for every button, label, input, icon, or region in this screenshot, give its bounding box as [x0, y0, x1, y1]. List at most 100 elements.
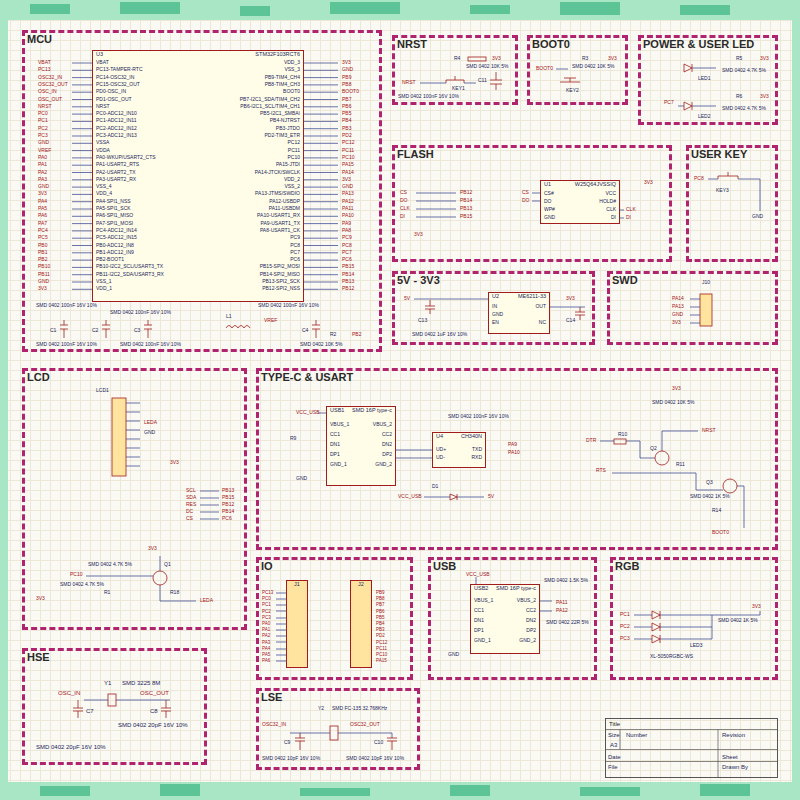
node-heading: USER KEY	[686, 145, 778, 161]
net-label: PC0	[262, 596, 271, 601]
net-label: PB6	[376, 609, 385, 614]
net-label: PB5	[376, 615, 385, 620]
net-label: PA9	[342, 221, 351, 227]
net-label: 5V	[488, 494, 494, 500]
component-label: PB7-I2C1_SDA/TIM4_CH2	[240, 97, 300, 103]
component-label: Revision	[722, 732, 745, 739]
net-label: 3V3	[760, 56, 769, 62]
net-label: 3V3	[38, 286, 47, 292]
net-label: PC6	[342, 257, 352, 263]
component-label: DN2	[526, 618, 536, 624]
component-label: PB0-ADC12_IN8	[96, 243, 134, 249]
section-panel: LCD	[22, 368, 247, 630]
net-label: PA6	[38, 213, 47, 219]
part-designator: J2	[358, 581, 364, 587]
section-title: LSE	[261, 691, 282, 703]
node-heading: 5V - 3V3	[392, 271, 595, 287]
connector-symbol	[112, 398, 126, 476]
net-label: 3V3	[492, 56, 501, 62]
section-panel: USER KEY	[686, 145, 778, 262]
net-label: PB10	[38, 264, 50, 270]
component-label: SMD 0402 1uF 16V 10%	[412, 332, 467, 338]
section-title: FLASH	[397, 148, 434, 160]
part-designator: STM32F103RCT6	[255, 51, 300, 58]
component-label: Y2	[318, 706, 324, 712]
connector-symbol	[700, 294, 712, 326]
capacitor-symbol	[73, 700, 171, 718]
component-label: PA4-SPI1_NSS	[96, 199, 131, 205]
net-label: GND	[38, 140, 49, 146]
component-label: SMD FC-135 32.768KHz	[332, 706, 387, 712]
component-label: PA1-USART2_RTS	[96, 162, 139, 168]
component-label: PA12-USBDP	[269, 199, 300, 205]
component-label: R4	[454, 56, 460, 62]
table-rule	[605, 730, 778, 779]
net-label: 3V3	[148, 546, 157, 552]
part-designator: USB2	[474, 585, 488, 592]
node-heading: USB2SMD 16P type-c	[471, 585, 539, 592]
component-label: PC2-ADC12_IN12	[96, 126, 137, 132]
net-label: 3V3	[752, 604, 761, 610]
inductor-symbol	[226, 326, 250, 329]
part-designator: J1	[294, 581, 300, 587]
net-label: PB2	[352, 332, 361, 338]
component-label: PB12-SPI2_NSS	[262, 286, 300, 292]
component-label: TXD	[472, 447, 482, 453]
net-label: NRST	[402, 80, 416, 86]
component-label: PC14-OSC32_IN	[96, 75, 134, 81]
component-label: C11	[478, 78, 487, 84]
component-label: Date	[608, 754, 621, 761]
net-label: PA14	[672, 296, 684, 302]
component-label: C2	[92, 328, 98, 334]
net-label: 3V3	[644, 180, 653, 186]
transistor-symbol	[723, 479, 737, 493]
net-label: 3V3	[672, 386, 681, 392]
wire	[276, 593, 286, 661]
component-label: Q3	[706, 480, 713, 486]
component-label: CC2	[382, 432, 392, 438]
net-label: GND	[38, 279, 49, 285]
node-heading: USB1SMD 16P type-c	[327, 407, 395, 414]
net-label: PA5	[262, 652, 270, 657]
net-label: PB3	[342, 126, 351, 132]
net-label: PA0	[38, 155, 47, 161]
component-label: PD1-OSC_OUT	[96, 97, 132, 103]
component-label: PC12	[287, 140, 300, 146]
net-label: PC7	[664, 100, 674, 106]
net-label: RTS	[596, 468, 606, 474]
net-label: PB13	[222, 488, 234, 494]
component-label: PC11	[288, 148, 300, 154]
component-label: C1	[50, 328, 56, 334]
component-label: VBUS_1	[474, 598, 493, 604]
component-label: DN1	[474, 618, 484, 624]
led-symbol	[652, 611, 660, 619]
component-label: SMD 0402 1.5K 5%	[544, 578, 588, 584]
component-label: PA2-USART2_TX	[96, 170, 136, 176]
node-heading: U2ME6211-33	[489, 293, 549, 300]
capacitor-symbol	[295, 733, 397, 750]
component-label: PC7	[290, 250, 300, 256]
led-symbol	[652, 635, 660, 643]
net-label: PB2	[38, 257, 47, 263]
net-label: PC3	[620, 636, 630, 642]
node-heading: J1	[287, 581, 307, 588]
net-label: PC10	[70, 572, 83, 578]
component-label: GND	[492, 312, 503, 318]
component-label: LED1	[698, 76, 711, 82]
net-label: BOOT0	[342, 89, 359, 95]
component-label: PB8-TIM4_CH3	[265, 82, 300, 88]
component-label: PB5-I2C1_SMBAI	[260, 111, 300, 117]
node-heading: LSE	[256, 688, 420, 704]
net-label: PC12	[342, 140, 355, 146]
section-title: USER KEY	[691, 148, 747, 160]
net-label: GND	[342, 184, 353, 190]
component-label: R18	[170, 590, 179, 596]
net-label: 3V3	[170, 460, 179, 466]
component-label: PC5-ADC12_IN15	[96, 235, 137, 241]
net-label: PA13	[342, 191, 354, 197]
net-label: PC9	[342, 235, 352, 241]
component-label: KEY1	[452, 86, 465, 92]
component-label: KEY2	[566, 88, 579, 94]
component-label: UD+	[436, 447, 446, 453]
net-label: PA3	[262, 640, 270, 645]
